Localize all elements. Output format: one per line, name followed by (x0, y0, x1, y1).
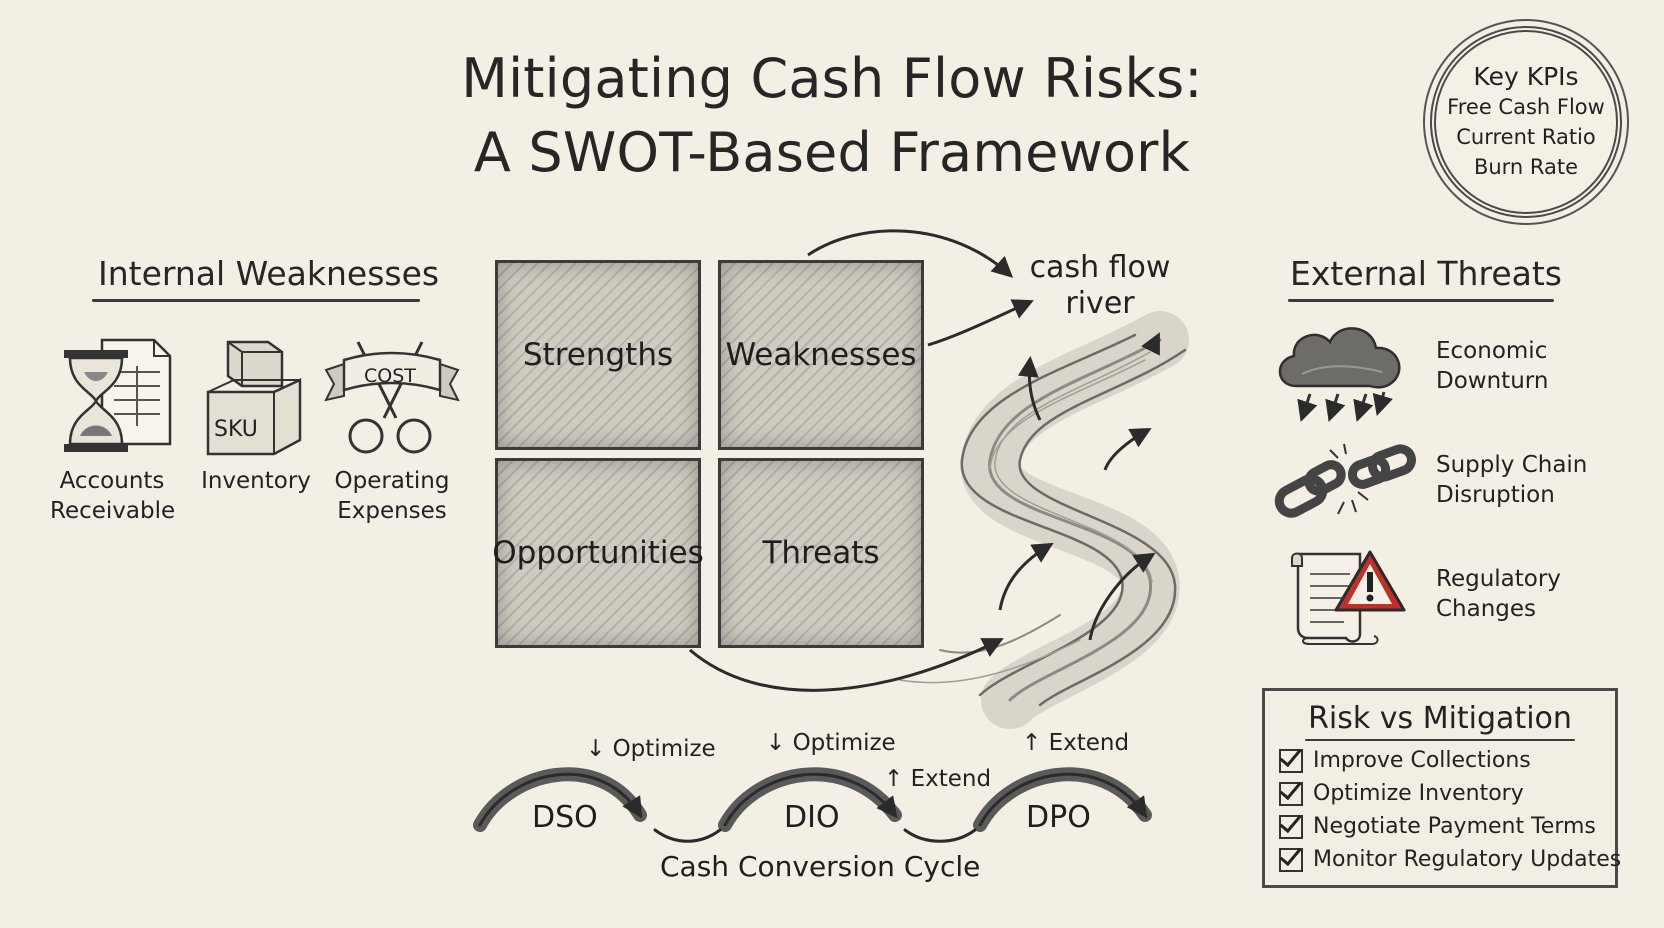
cash-flow-river (899, 311, 1189, 729)
dio-action-label: ↓ Optimize (766, 730, 896, 756)
kpi-item: Current Ratio (1456, 125, 1596, 149)
cost-scissors-icon: COST (324, 341, 460, 454)
ccc-stage-dio: DIO (784, 800, 840, 835)
mitigation-item: Monitor Regulatory Updates (1279, 843, 1621, 876)
kpi-heading: Key KPIs (1473, 62, 1579, 91)
kpi-item: Burn Rate (1473, 155, 1579, 179)
mitigation-item: Optimize Inventory (1279, 777, 1615, 810)
hourglass-invoice-icon (64, 338, 172, 452)
dso-action-label: ↓ Optimize (586, 736, 716, 762)
swot-opportunities: Opportunities (492, 458, 704, 648)
river-label: cash flow river (1029, 250, 1171, 321)
external-threats-heading: External Threats (1290, 254, 1562, 293)
ccc-arcs (473, 767, 1152, 843)
ccc-title: Cash Conversion Cycle (660, 850, 981, 883)
external-item-label: Regulatory Changes (1436, 566, 1561, 622)
checkbox-checked-icon (1279, 814, 1303, 839)
mitigation-heading: Risk vs Mitigation (1308, 701, 1572, 736)
swot-strengths: Strengths (495, 260, 701, 450)
external-heading-underline (1288, 299, 1554, 302)
cost-banner-label: COST (364, 365, 416, 387)
broken-chain-icon (1274, 443, 1416, 518)
internal-weaknesses-heading: Internal Weaknesses (98, 254, 440, 293)
ccc-stage-dpo: DPO (1026, 800, 1091, 835)
title-line-2: A SWOT-Based Framework (473, 121, 1191, 184)
warning-document-icon (1291, 550, 1406, 645)
internal-heading-underline (92, 299, 420, 302)
internal-item-label: Accounts Receivable (50, 468, 176, 524)
internal-item-label: Inventory (201, 468, 311, 494)
internal-item-label: Operating Expenses (334, 468, 450, 524)
swot-flow-arrows (689, 229, 1034, 692)
sku-label: SKU (214, 417, 258, 442)
river-arrows (998, 332, 1160, 641)
dio-extend-label: ↑ Extend (884, 766, 992, 792)
storm-cloud-icon (1278, 327, 1401, 422)
swot-threats: Threats (718, 458, 924, 648)
sku-boxes-icon: SKU (206, 340, 302, 456)
external-item-label: Economic Downturn (1436, 338, 1549, 394)
mitigation-item: Improve Collections (1279, 744, 1615, 777)
checkbox-checked-icon (1279, 847, 1303, 872)
risk-mitigation-box: Risk vs Mitigation Improve Collections O… (1262, 688, 1621, 888)
page-title: Mitigating Cash Flow Risks: A SWOT-Based… (300, 42, 1364, 190)
dpo-action-label: ↑ Extend (1022, 730, 1130, 756)
ccc-stage-dso: DSO (532, 800, 598, 835)
kpi-item: Free Cash Flow (1447, 95, 1605, 119)
external-item-label: Supply Chain Disruption (1436, 452, 1588, 508)
mitigation-heading-underline (1305, 739, 1575, 741)
swot-weaknesses: Weaknesses (718, 260, 924, 450)
checkbox-checked-icon (1279, 748, 1303, 773)
kpi-badge: Key KPIs Free Cash Flow Current Ratio Bu… (1430, 26, 1622, 218)
title-line-1: Mitigating Cash Flow Risks: (461, 47, 1203, 110)
mitigation-item: Negotiate Payment Terms (1279, 810, 1615, 843)
checkbox-checked-icon (1279, 781, 1303, 806)
